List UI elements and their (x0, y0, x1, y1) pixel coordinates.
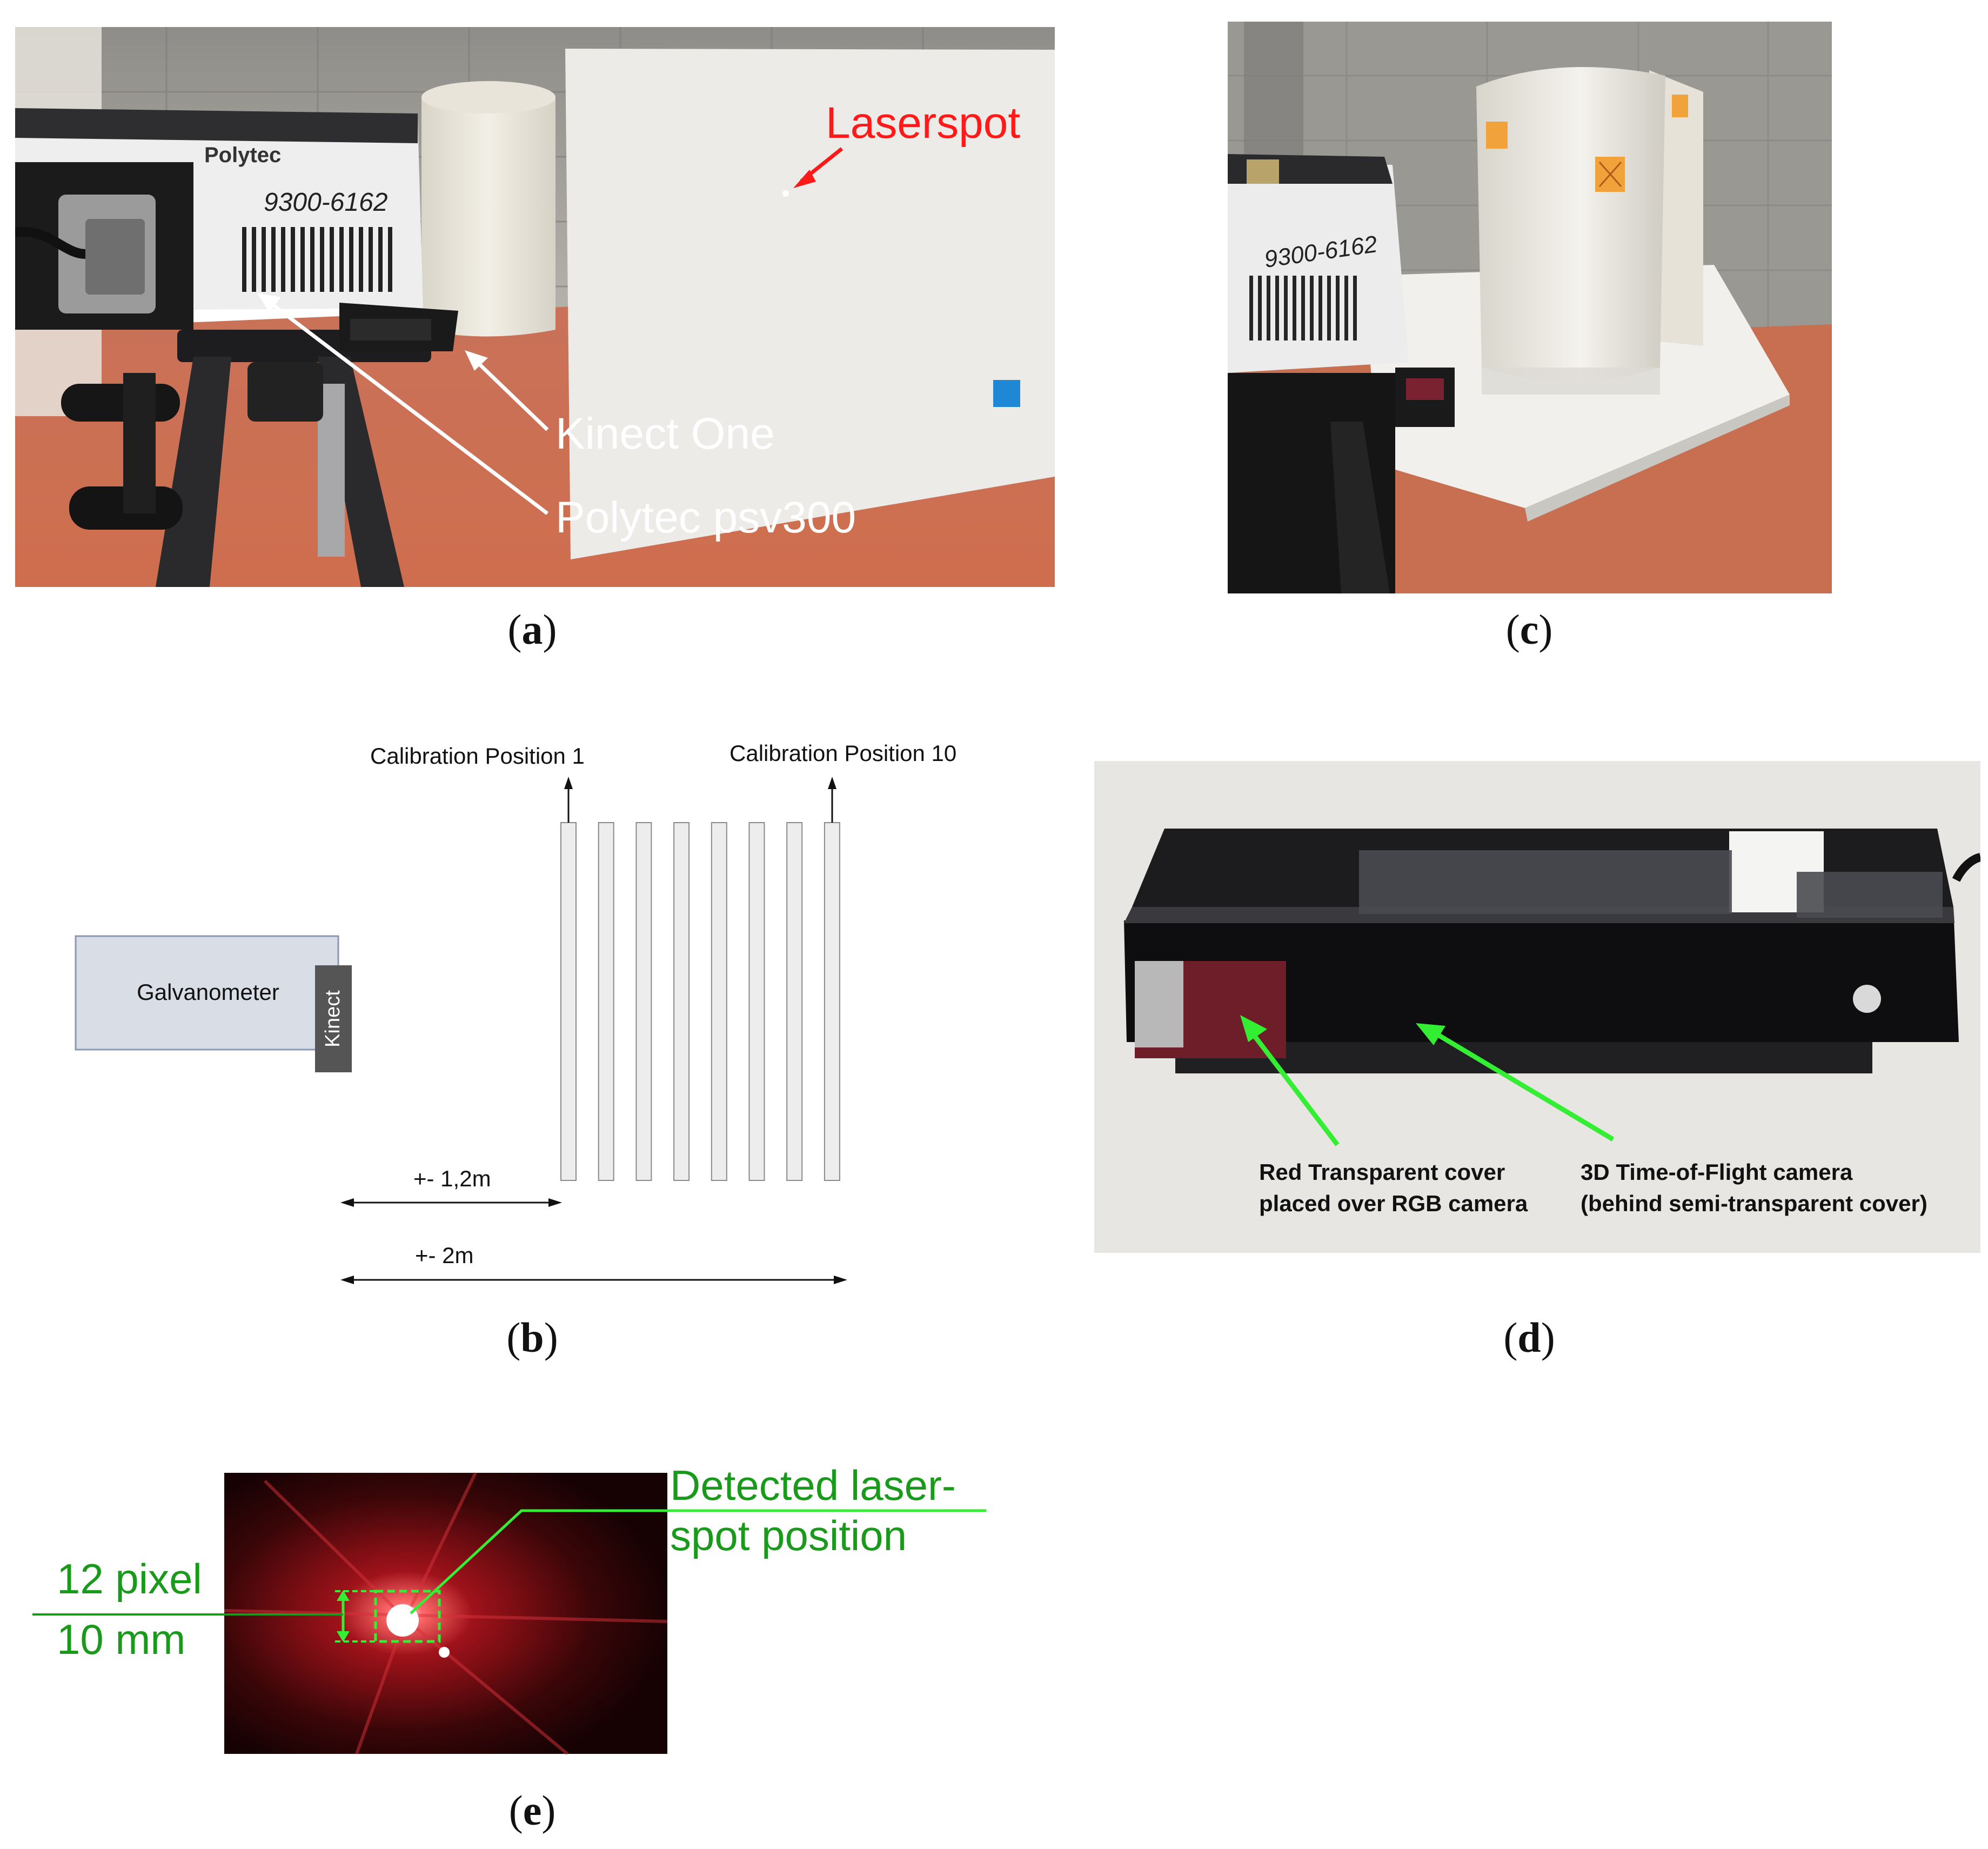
detected-leader-line (410, 1509, 986, 1614)
calibration-arrow-last (828, 777, 836, 823)
caption-a: (a) (507, 606, 557, 653)
calibration-board (598, 822, 614, 1181)
tof-camera-arrow (1416, 1023, 1615, 1142)
laser-spot (782, 190, 789, 197)
polytec-arrow (257, 293, 549, 515)
panel-b-diagram: Galvanometer Kinect Calibration Position… (54, 724, 1016, 1297)
calibration-board (748, 822, 765, 1181)
laserspot-arrow (793, 147, 844, 188)
scanner-serial-label: 9300-6162 (264, 188, 388, 217)
flat-board-target (565, 49, 1055, 559)
polytec-scanner: 9300-6162 (1228, 154, 1455, 593)
mm-size-label: 10 mm (57, 1616, 185, 1663)
caption-e: (e) (508, 1787, 556, 1834)
calibration-board (711, 822, 727, 1181)
red-cover-label-line2: placed over RGB camera (1259, 1191, 1528, 1216)
panel-e-figure: 12 pixel 10 mm Detected laser- spot posi… (32, 1449, 994, 1773)
distance-long-label: +- 2m (415, 1243, 474, 1268)
calibration-board (824, 822, 840, 1181)
tof-label-line2: (behind semi-transparent cover) (1581, 1191, 1927, 1216)
calibration-board (635, 822, 652, 1181)
panel-a-scene: Polytec 9300-6162 Laserspot Kinect One P… (15, 27, 1055, 587)
galvanometer-label: Galvanometer (137, 979, 279, 1005)
calibration-position-1-label: Calibration Position 1 (370, 743, 585, 769)
calibration-position-10-label: Calibration Position 10 (729, 740, 956, 766)
pixel-size-label: 12 pixel (57, 1555, 202, 1603)
kinect-box (315, 965, 352, 1072)
caption-b: (b) (506, 1314, 558, 1361)
red-cover-arrow (1240, 1015, 1340, 1146)
cylinder-target (1476, 67, 1665, 381)
laserspot-label: Laserspot (826, 98, 1020, 148)
distance-short-label: +- 1,2m (413, 1166, 491, 1191)
calibration-board (560, 822, 577, 1181)
kinect-label: Kinect (322, 990, 344, 1047)
blue-marker (993, 380, 1020, 407)
kinect-one-label: Kinect One (555, 409, 775, 458)
panel-c-photo: 9300-6162 (1228, 22, 1832, 593)
size-arrow (335, 1590, 378, 1643)
kinect-sensor (1124, 829, 1980, 1073)
polytec-brand-label: Polytec (204, 143, 281, 167)
calibration-board (673, 822, 690, 1181)
polytec-scanner: Polytec 9300-6162 (15, 108, 458, 351)
red-cover-label-line1: Red Transparent cover (1259, 1159, 1505, 1185)
tof-label-line1: 3D Time-of-Flight camera (1581, 1159, 1853, 1185)
orange-markers (1486, 122, 1625, 192)
calibration-board (786, 822, 803, 1181)
calibration-boards (560, 822, 840, 1181)
distance-long-arrow (340, 1276, 847, 1284)
kinect-arrow (465, 350, 549, 431)
calibration-layout-diagram: Galvanometer Kinect Calibration Position… (75, 740, 956, 1284)
panel-a-photo: Polytec 9300-6162 Laserspot Kinect One P… (15, 27, 1055, 587)
detection-box (374, 1590, 441, 1643)
distance-short-arrow (340, 1198, 562, 1207)
calibration-arrow-first (564, 777, 573, 823)
caption-c: (c) (1505, 606, 1553, 653)
panel-c-scene: 9300-6162 (1228, 22, 1832, 593)
polytec-psv300-label: Polytec psv300 (555, 493, 856, 542)
caption-d: (d) (1503, 1314, 1555, 1361)
panel-e-scene: 12 pixel 10 mm Detected laser- spot posi… (32, 1461, 986, 1755)
cylinder-target (421, 88, 555, 337)
detected-label-line2: spot position (670, 1512, 907, 1559)
panel-d-scene: Red Transparent cover placed over RGB ca… (1094, 761, 1980, 1253)
detected-label-line1: Detected laser- (670, 1461, 956, 1509)
panel-d-photo: Red Transparent cover placed over RGB ca… (1094, 761, 1980, 1253)
